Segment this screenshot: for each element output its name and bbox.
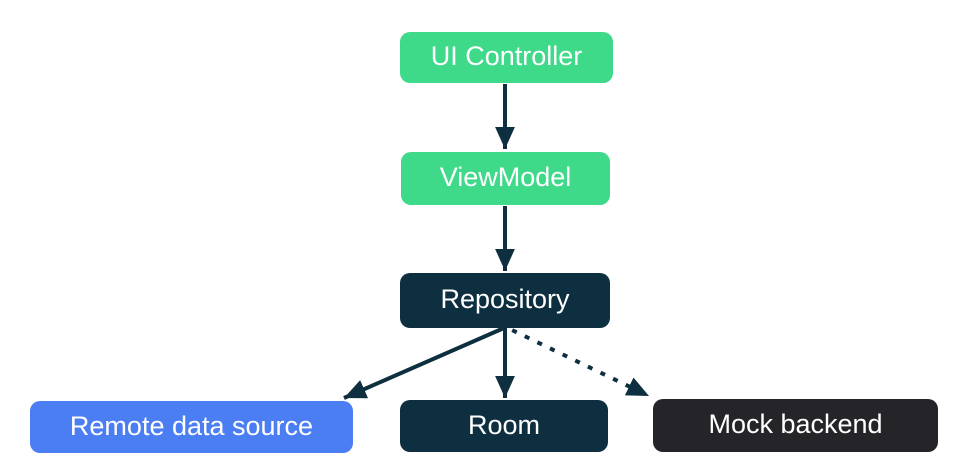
- node-ui-controller: UI Controller: [400, 32, 613, 83]
- node-repository: Repository: [400, 273, 610, 328]
- node-remote-data-source-label: Remote data source: [69, 410, 314, 441]
- node-room-label: Room: [467, 409, 541, 440]
- node-room: Room: [400, 400, 608, 452]
- arrow-repository-to-mock-backend: [511, 328, 652, 399]
- node-remote-data-source: Remote data source: [30, 401, 353, 453]
- node-mock-backend: Mock backend: [653, 399, 938, 452]
- node-mock-backend-label: Mock backend: [708, 409, 883, 439]
- node-ui-controller-label: UI Controller: [430, 41, 583, 71]
- arrow-repository-to-remote-data-source: [343, 326, 505, 400]
- node-repository-label: Repository: [440, 284, 570, 314]
- node-viewmodel: ViewModel: [401, 152, 610, 205]
- node-viewmodel-label: ViewModel: [439, 162, 572, 192]
